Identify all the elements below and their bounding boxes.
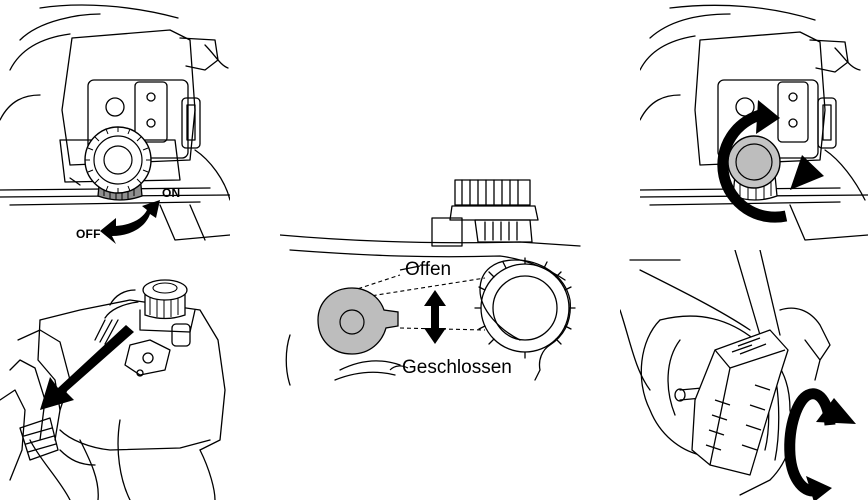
panel-open-closed: Offen Geschlossen: [280, 160, 590, 390]
switch-direction-arrow-icon: [0, 0, 230, 250]
slide-down-arrow-icon: [0, 250, 235, 500]
closed-label: Geschlossen: [402, 357, 512, 379]
panel-slide-latch: [0, 250, 235, 500]
rotate-arrow-heads-icon: [620, 250, 868, 500]
panel-on-off-switch: ON OFF: [0, 0, 230, 250]
open-label: Offen: [405, 259, 451, 281]
on-label: ON: [162, 186, 180, 200]
off-label: OFF: [76, 227, 101, 241]
panel-knob-turn: [620, 250, 868, 500]
panel-rotate-dial: [640, 0, 868, 250]
rotate-arrowheads-icon: [640, 0, 868, 250]
